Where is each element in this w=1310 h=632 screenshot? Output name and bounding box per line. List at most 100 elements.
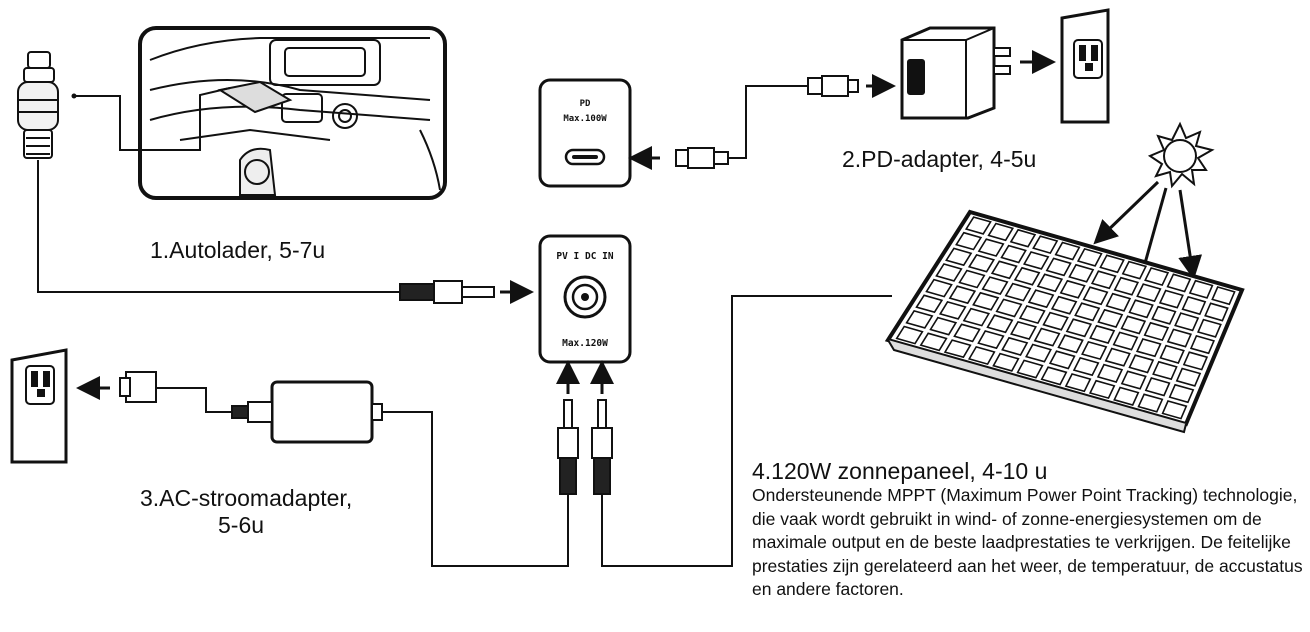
solar-cell [1166, 273, 1192, 293]
dc-port-rating: Max.120W [562, 338, 608, 349]
solar-cell [1128, 354, 1155, 374]
solar-cell [1009, 228, 1037, 248]
solar-cell [1144, 377, 1171, 397]
pd-adapter-label: 2.PD-adapter, 4-5u [842, 146, 1037, 172]
solar-cell [1040, 366, 1068, 386]
solar-cell [1181, 295, 1207, 316]
pd-port-rating: Max.100W [563, 114, 607, 124]
solar-cell [945, 247, 973, 267]
solar-cell [1120, 370, 1147, 390]
dc-in-port-box: PV I DC IN Max.120W [538, 234, 632, 364]
solar-cell [953, 323, 981, 343]
pd-wall-adapter [900, 26, 1056, 120]
solar-panel [884, 209, 1245, 434]
solar-cell [1025, 343, 1052, 363]
solar-cell [977, 238, 1005, 257]
solar-cell [1136, 283, 1162, 303]
solar-cell [1081, 340, 1108, 361]
solar-cell [925, 278, 953, 298]
ac-adapter-label-line1: 3.AC-stroomadapter, [140, 485, 353, 511]
pd-cable [628, 74, 896, 170]
solar-cell [1022, 251, 1050, 270]
solar-cell [958, 269, 986, 289]
solar-cell [1057, 334, 1084, 354]
solar-cell [1137, 393, 1164, 413]
solar-cell [1089, 324, 1116, 344]
solar-cell [948, 285, 977, 305]
solar-cell [1074, 302, 1101, 322]
solar-cell [962, 307, 991, 327]
solar-cell [1042, 311, 1069, 331]
solar-cell [915, 294, 944, 314]
solar-cell [929, 316, 958, 336]
solar-cell [1112, 331, 1139, 351]
solar-cell [1120, 315, 1147, 335]
sun-icon [1147, 121, 1215, 189]
solar-cell [1096, 363, 1124, 383]
solar-cell [1166, 328, 1192, 348]
dc-plugs-bottom [380, 295, 892, 567]
ac-power-adapter [76, 371, 383, 444]
car-charger-plug [17, 51, 59, 159]
car-charger-label: 1.Autolader, 5-7u [150, 237, 326, 263]
solar-cell [1128, 299, 1154, 319]
solar-cell [987, 222, 1015, 242]
solar-cell [1174, 312, 1200, 332]
solar-cell [1135, 338, 1162, 358]
solar-cell [1211, 286, 1236, 306]
solar-cell [1064, 373, 1092, 393]
solar-cell [919, 332, 948, 352]
solar-cell [1151, 305, 1177, 325]
solar-cell [1113, 276, 1140, 296]
sun-rays [1093, 180, 1203, 286]
solar-cell [1158, 289, 1184, 309]
car-dc-connector [399, 280, 534, 304]
solar-cell [1088, 379, 1116, 400]
solar-cell [1090, 270, 1117, 290]
solar-cell [1188, 279, 1214, 299]
car-plug-cable-up [37, 160, 400, 293]
solar-cell [1159, 344, 1185, 364]
solar-cell [967, 253, 996, 273]
solar-cell [1161, 400, 1188, 420]
solar-cell [1182, 351, 1209, 371]
solar-cell [938, 300, 967, 320]
solar-cell [905, 309, 934, 329]
solar-cell [895, 325, 924, 345]
solar-cell [1099, 254, 1125, 274]
solar-cell [955, 231, 983, 251]
solar-cell [986, 314, 1014, 334]
solar-cell [1082, 286, 1109, 306]
car-interior-illustration [138, 26, 447, 200]
solar-cell [935, 263, 963, 282]
solar-cell [1018, 305, 1046, 325]
solar-cell [1016, 359, 1044, 379]
solar-cell [943, 339, 972, 359]
pd-port-name: PD [580, 99, 591, 109]
solar-cell [1121, 260, 1148, 280]
solar-cell [1104, 347, 1131, 367]
solar-cell [1013, 266, 1041, 286]
solar-cell [964, 216, 992, 235]
ac-adapter-label-line2: 5-6u [218, 512, 265, 538]
wall-outlet-top [1060, 8, 1110, 124]
wall-outlet-left [10, 348, 68, 464]
pd-port-box: PD Max.100W [538, 78, 632, 188]
solar-cell [1050, 295, 1078, 315]
solar-cell [1048, 350, 1076, 370]
solar-cell [1027, 289, 1055, 309]
solar-cell [1204, 302, 1229, 322]
solar-cell [1175, 367, 1202, 387]
solar-cell [1076, 247, 1103, 267]
solar-cell [1113, 386, 1140, 406]
solar-cell [1105, 292, 1132, 312]
solar-cell [1001, 336, 1029, 356]
solar-cell [1065, 318, 1093, 338]
solar-cell [1144, 267, 1170, 287]
solar-cell [1072, 356, 1100, 377]
solar-panel-description: Ondersteunende MPPT (Maximum Power Point… [752, 485, 1303, 599]
solar-cell [977, 330, 1005, 350]
solar-cell [1097, 308, 1124, 328]
solar-cell [1032, 235, 1059, 255]
